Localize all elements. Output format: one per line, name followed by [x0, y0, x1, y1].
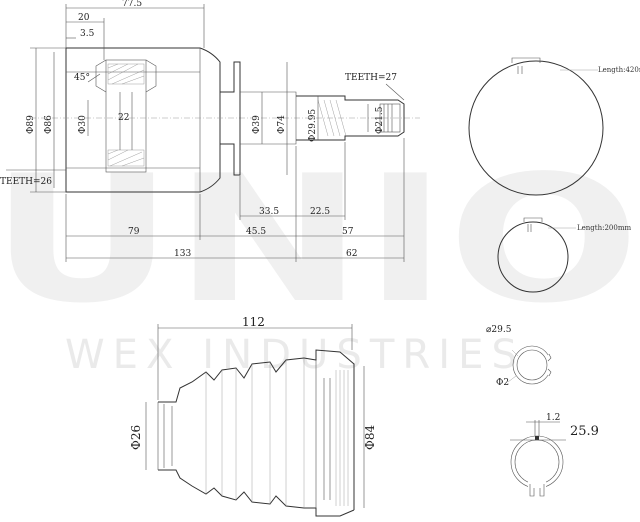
- cv-joint-drawing: 77.5 20 3.5 45° 22 Φ89 Φ86 Φ30 Φ39 Φ74 Φ…: [0, 0, 420, 262]
- teeth-inner-label: TEETH=26: [0, 177, 52, 187]
- circlip-top-dia: ⌀29.5: [486, 325, 512, 335]
- dim-dia-30: Φ30: [78, 115, 88, 134]
- dim-3-5: 3.5: [80, 29, 95, 39]
- dim-133: 133: [174, 249, 191, 259]
- watermark-subtitle: WEX INDUSTRIES: [65, 332, 525, 378]
- dim-79: 79: [128, 227, 140, 237]
- watermark-brand: UNIO: [0, 139, 640, 342]
- boot-small-dia: Φ26: [129, 425, 143, 450]
- dim-62: 62: [346, 249, 357, 259]
- spline-shaft: [296, 95, 405, 141]
- large-clamp-drawing: Length:420mm: [468, 57, 640, 196]
- flange: [220, 61, 241, 176]
- dim-20: 20: [78, 13, 90, 23]
- dim-33-5: 33.5: [259, 207, 279, 217]
- boot-length-dim: 112: [242, 315, 265, 329]
- inner-race: [105, 59, 147, 173]
- teeth-outer-label: TEETH=27: [345, 73, 397, 83]
- circlip-top-thickness: Φ2: [496, 378, 509, 388]
- dim-57: 57: [342, 227, 354, 237]
- watermark: UNIO WEX INDUSTRIES: [0, 139, 640, 378]
- dim-dia-86: Φ86: [44, 115, 54, 134]
- circlip-bottom-dia: 25.9: [570, 424, 599, 439]
- large-clamp-length: Length:420mm: [598, 66, 640, 74]
- dim-overall-top: 77.5: [122, 0, 142, 9]
- dim-45-deg: 45°: [74, 73, 90, 83]
- bell-housing-outline: [65, 47, 221, 193]
- dim-22-5: 22.5: [310, 207, 330, 217]
- circlip-bottom-drawing: 1.2 25.9: [510, 413, 599, 497]
- dim-dia-21-5: Φ21.5: [375, 106, 385, 134]
- small-clamp-drawing: Length:200mm: [497, 217, 631, 293]
- dim-dia-74: Φ74: [277, 115, 287, 134]
- boot-large-dia: Φ84: [363, 425, 377, 450]
- dim-45-5: 45.5: [246, 227, 266, 237]
- small-clamp-length: Length:200mm: [577, 224, 631, 232]
- dim-dia-89: Φ89: [26, 115, 36, 134]
- cv-boot-drawing: 112 Φ26 Φ84: [129, 315, 377, 517]
- circlip-top-drawing: ⌀29.5 Φ2: [486, 325, 556, 388]
- boot-outline-bottom: [158, 469, 355, 517]
- dim-dia-29-95: Φ29.95: [308, 109, 318, 142]
- dim-dia-39: Φ39: [252, 115, 262, 134]
- circlip-bottom-gap: 1.2: [546, 413, 560, 423]
- dim-22: 22: [118, 113, 129, 123]
